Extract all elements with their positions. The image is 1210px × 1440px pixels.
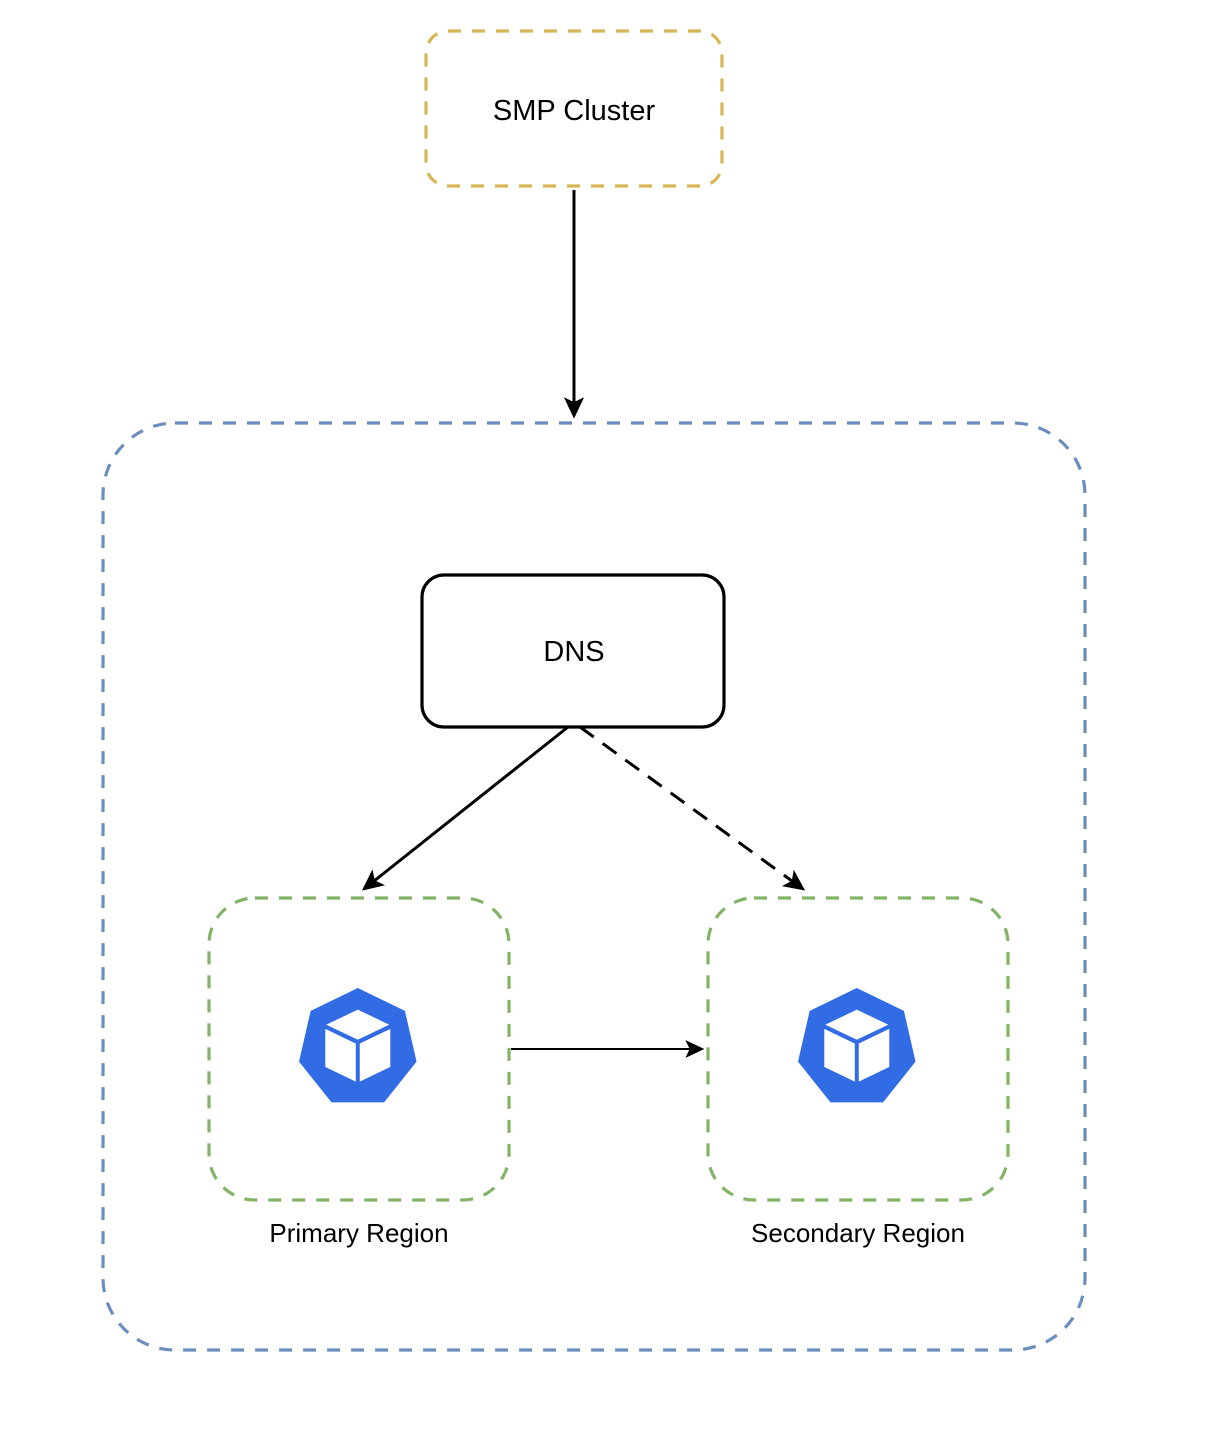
smp-cluster-label: SMP Cluster bbox=[492, 95, 656, 127]
node-smp-cluster[interactable] bbox=[424, 29, 724, 188]
edge-dns-to-secondary bbox=[579, 725, 806, 891]
secondary-region-label: Secondary Region bbox=[751, 1218, 965, 1248]
edge-dns-to-primary bbox=[361, 725, 569, 891]
node-platform-boundary[interactable] bbox=[101, 421, 1087, 1352]
kubernetes-icon bbox=[299, 988, 417, 1103]
primary-region-label: Primary Region bbox=[269, 1218, 449, 1248]
dns-label: DNS bbox=[543, 636, 605, 668]
kubernetes-icon bbox=[798, 988, 916, 1103]
node-dns[interactable] bbox=[420, 573, 726, 729]
